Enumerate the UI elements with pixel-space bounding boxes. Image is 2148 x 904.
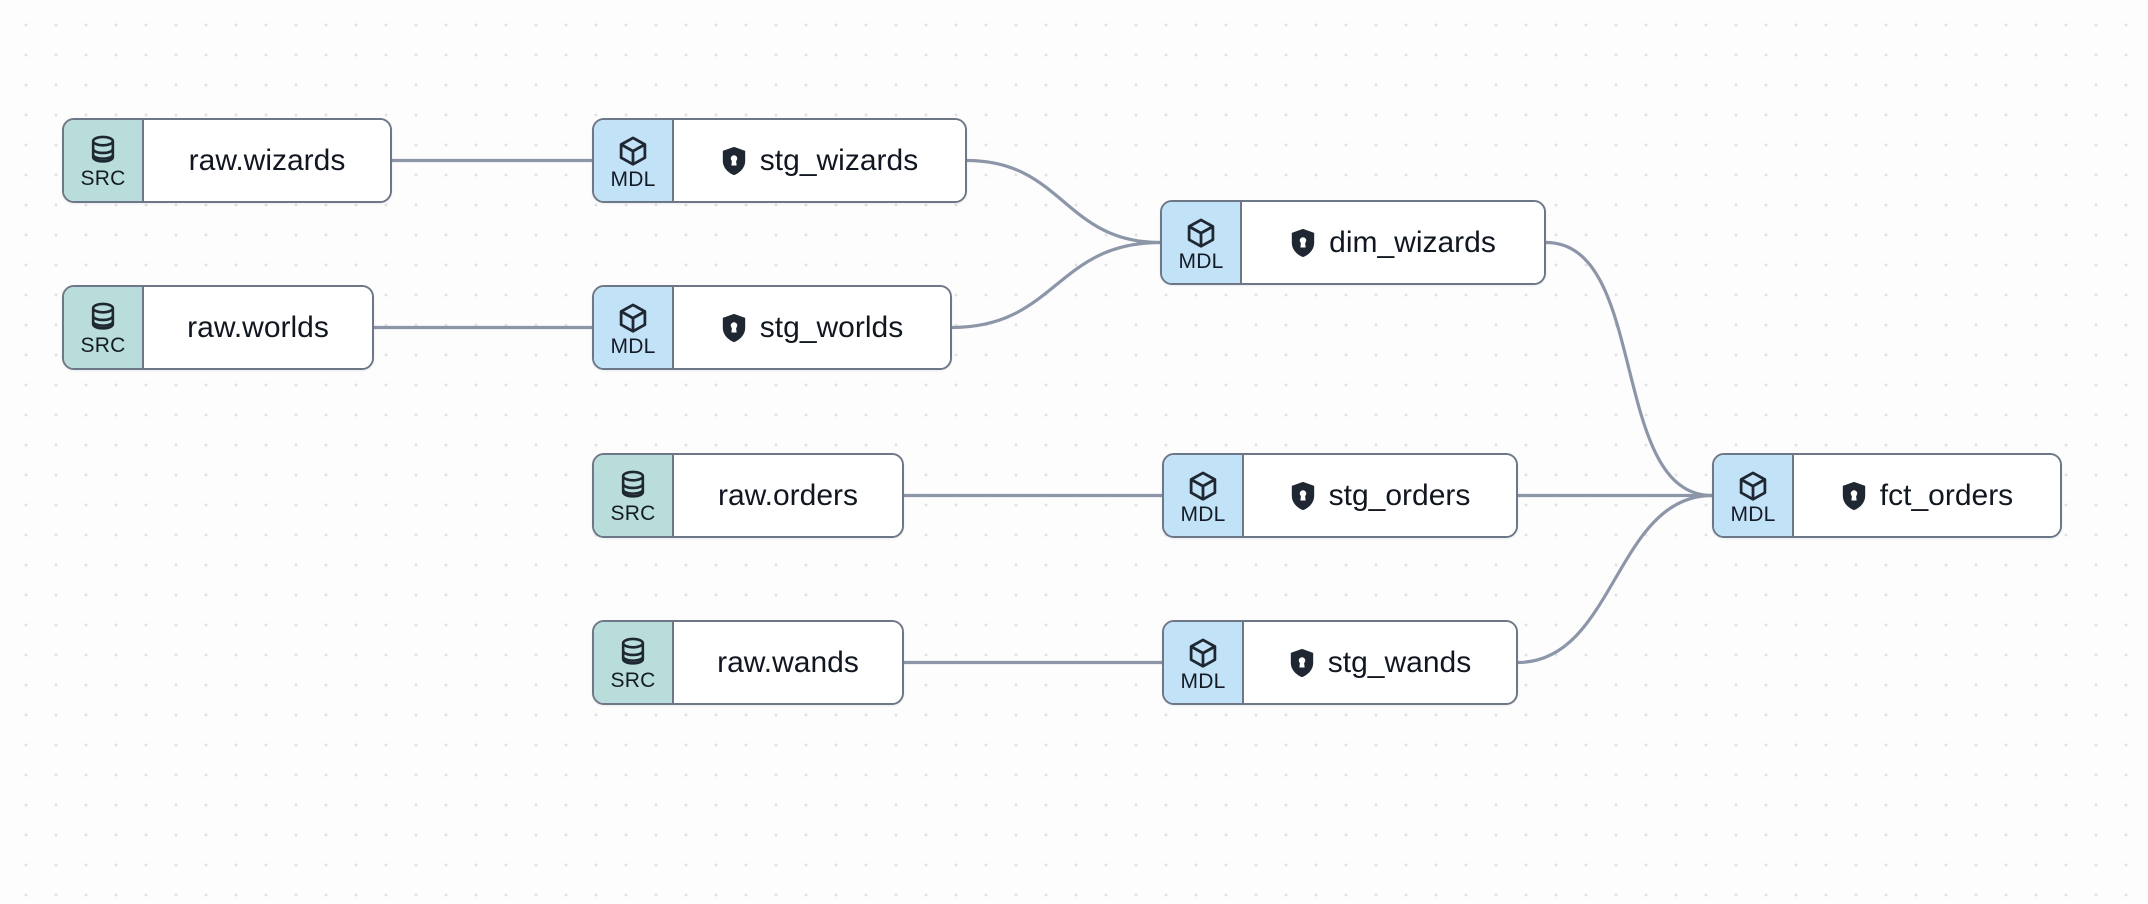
shield-lock-icon: [1289, 648, 1315, 678]
node-badge-src: SRC: [594, 455, 674, 536]
node-raw-wands[interactable]: SRC raw.wands: [592, 620, 904, 705]
node-badge-mdl: MDL: [594, 120, 674, 201]
cube-icon: [1187, 470, 1219, 503]
cube-icon: [617, 135, 649, 168]
shield-lock-icon: [1290, 481, 1316, 511]
node-body: raw.worlds: [144, 287, 372, 368]
cube-icon: [617, 302, 649, 335]
node-stg-wizards[interactable]: MDL stg_wizards: [592, 118, 967, 203]
node-badge-label: SRC: [80, 167, 126, 190]
database-icon: [618, 637, 648, 669]
node-label: stg_orders: [1328, 478, 1471, 512]
node-badge-label: MDL: [610, 334, 656, 358]
node-label: raw.wizards: [188, 143, 346, 177]
node-body: raw.orders: [674, 455, 902, 536]
node-body: stg_wizards: [674, 120, 965, 201]
node-label: raw.orders: [717, 478, 859, 512]
edge-dim-wizards-to-fct-orders: [1544, 240, 1714, 498]
node-raw-worlds[interactable]: SRC raw.worlds: [62, 285, 374, 370]
node-badge-label: MDL: [1180, 669, 1226, 693]
shield-lock-icon: [721, 313, 747, 343]
database-icon: [88, 302, 118, 334]
node-body: dim_wizards: [1242, 202, 1544, 283]
node-badge-label: MDL: [610, 167, 656, 191]
database-icon: [88, 135, 118, 167]
node-badge-mdl: MDL: [1164, 455, 1244, 536]
node-body: stg_orders: [1244, 455, 1516, 536]
node-body: stg_wands: [1244, 622, 1516, 703]
node-label: stg_worlds: [759, 310, 904, 344]
node-badge-src: SRC: [64, 287, 144, 368]
node-label: stg_wizards: [759, 143, 919, 177]
node-body: stg_worlds: [674, 287, 950, 368]
shield-lock-icon: [1290, 228, 1316, 258]
node-fct-orders[interactable]: MDL fct_orders: [1712, 453, 2062, 538]
node-badge-label: SRC: [610, 669, 656, 692]
node-raw-wizards[interactable]: SRC raw.wizards: [62, 118, 392, 203]
node-badge-label: MDL: [1178, 249, 1224, 273]
node-dim-wizards[interactable]: MDL dim_wizards: [1160, 200, 1546, 285]
node-stg-wands[interactable]: MDL stg_wands: [1162, 620, 1518, 705]
edge-stg-worlds-to-dim-wizards: [950, 240, 1162, 330]
cube-icon: [1185, 217, 1217, 250]
node-body: fct_orders: [1794, 455, 2060, 536]
edge-stg-wands-to-fct-orders: [1516, 493, 1714, 665]
edge-stg-wizards-to-dim-wizards: [965, 158, 1162, 245]
database-icon: [618, 470, 648, 502]
node-badge-label: SRC: [610, 502, 656, 525]
node-badge-label: SRC: [80, 334, 126, 357]
node-badge-src: SRC: [594, 622, 674, 703]
node-badge-mdl: MDL: [1164, 622, 1244, 703]
node-label: dim_wizards: [1329, 225, 1496, 259]
cube-icon: [1737, 470, 1769, 503]
node-label: raw.wands: [717, 645, 859, 679]
cube-icon: [1187, 637, 1219, 670]
node-label: stg_wands: [1327, 645, 1472, 679]
node-body: raw.wands: [674, 622, 902, 703]
node-badge-src: SRC: [64, 120, 144, 201]
node-stg-worlds[interactable]: MDL stg_worlds: [592, 285, 952, 370]
node-label: raw.worlds: [187, 310, 329, 344]
node-badge-mdl: MDL: [1714, 455, 1794, 536]
shield-lock-icon: [721, 146, 747, 176]
node-stg-orders[interactable]: MDL stg_orders: [1162, 453, 1518, 538]
node-badge-label: MDL: [1180, 502, 1226, 526]
node-badge-mdl: MDL: [594, 287, 674, 368]
shield-lock-icon: [1841, 481, 1867, 511]
node-badge-label: MDL: [1730, 502, 1776, 526]
node-raw-orders[interactable]: SRC raw.orders: [592, 453, 904, 538]
node-badge-mdl: MDL: [1162, 202, 1242, 283]
node-body: raw.wizards: [144, 120, 390, 201]
node-label: fct_orders: [1879, 478, 2014, 512]
